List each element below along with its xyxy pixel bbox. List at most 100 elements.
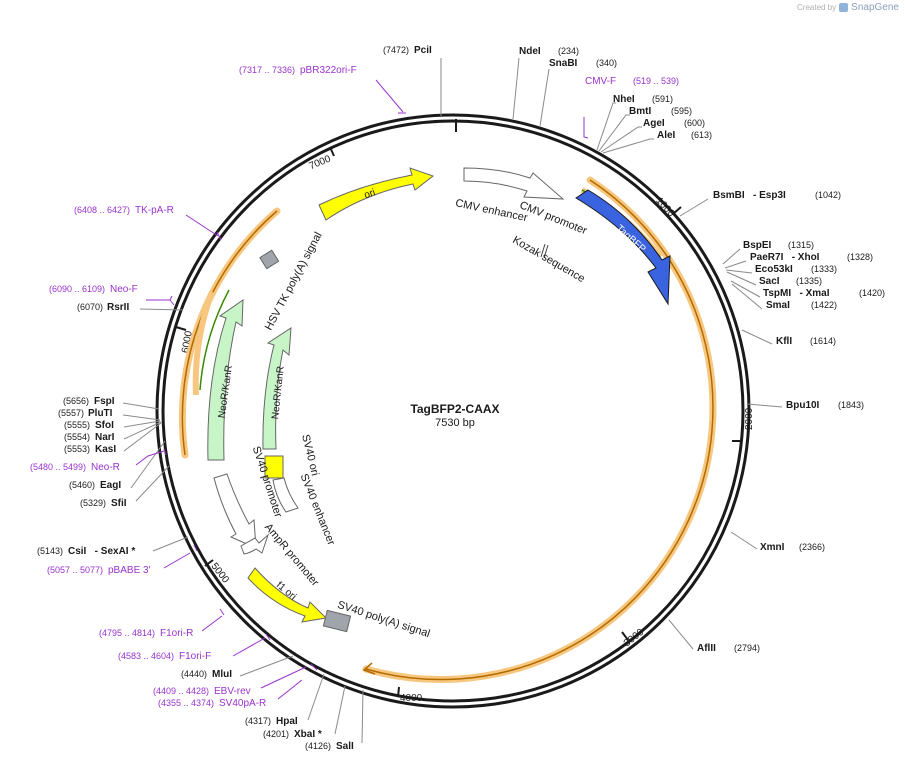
primer-f1ori-f: F1ori-F: [179, 651, 211, 662]
enzyme-pcii: PciI: [414, 45, 432, 56]
enzyme-mlui: MluI: [212, 669, 232, 680]
primer-cmv-f-range: (519 .. 539): [633, 76, 679, 86]
enzyme-alei-pos: (613): [691, 130, 712, 140]
enzyme-sfoi: SfoI: [95, 420, 114, 431]
hsv-tk-polya-feature: [259, 249, 280, 270]
tagbfp-feature: [575, 189, 671, 306]
enzyme-xbai-pos: (4201): [263, 729, 289, 739]
enzyme-kasi: KasI: [95, 444, 116, 455]
enzyme-eco53ki: Eco53kI: [755, 264, 793, 275]
backbone-outer-circle: [155, 113, 751, 709]
plasmid-size: 7530 bp: [435, 417, 475, 429]
enzyme-sfii-pos: (5329): [80, 498, 106, 508]
primer-leader-lines: [135, 79, 589, 700]
enzyme-pluti: PluTI: [88, 408, 113, 419]
sv40-enhancer-label: SV40 enhancer: [298, 472, 338, 547]
primer-sv40pa-r-range: (4355 .. 4374): [158, 698, 214, 708]
enzyme-aflii-pos: (2794): [734, 643, 760, 653]
enzyme-bspei-pos: (1315): [788, 240, 814, 250]
enzyme-nhei-pos: (591): [652, 94, 673, 104]
enzyme-eagi: EagI: [100, 480, 121, 491]
enzyme-snabi: SnaBI: [549, 58, 578, 69]
enzyme-bspei: BspEI: [743, 240, 772, 251]
f1-ori-feature: [247, 567, 328, 623]
ampr-promoter-feature: [240, 533, 270, 555]
cmv-promoter-label: CMV promoter: [518, 199, 589, 237]
neor-outer-feature: [207, 299, 244, 461]
enzyme-snabi-pos: (340): [596, 58, 617, 68]
enzyme-csii: CsiI - SexAI *: [68, 546, 135, 557]
enzyme-smai-pos: (1422): [811, 300, 837, 310]
enzyme-nhei: NheI: [613, 94, 635, 105]
sv40-ori-feature: [264, 455, 284, 479]
primer-pbabe: pBABE 3': [108, 565, 151, 576]
enzyme-tspmi-pos: (1420): [859, 288, 885, 298]
enzyme-xmni-pos: (2366): [799, 542, 825, 552]
enzyme-bsmbi: BsmBI - Esp3I: [713, 190, 786, 201]
neor-inner-feature: [262, 327, 292, 450]
enzyme-fspi: FspI: [94, 396, 115, 407]
enzyme-pluti-pos: (5557): [58, 408, 84, 418]
enzyme-csii-pos: (5143): [37, 546, 63, 556]
primer-neo-r-range: (5480 .. 5499): [30, 462, 86, 472]
enzyme-labels-right: NdeI (234) SnaBI (340) NheI (591) BmtI (…: [519, 46, 885, 654]
enzyme-mlui-pos: (4440): [181, 669, 207, 679]
enzyme-tspmi: TspMI - XmaI: [763, 288, 830, 299]
enzyme-xbai: XbaI *: [294, 729, 322, 740]
tick-label-4000: 4000: [400, 693, 423, 704]
enzyme-leader-lines: [122, 57, 783, 744]
orange-arrow-right-head: [362, 662, 376, 675]
enzyme-kfli-pos: (1614): [810, 336, 836, 346]
primer-labels: CMV-F (519 .. 539) (7317 .. 7336) pBR322…: [30, 65, 679, 709]
enzyme-bmti: BmtI: [629, 106, 651, 117]
plasmid-name: TagBFP2-CAAX: [410, 402, 499, 416]
enzyme-hpai-pos: (4317): [245, 716, 271, 726]
ori-feature: [318, 167, 435, 221]
primer-neo-r: Neo-R: [91, 462, 120, 473]
ori-label: ori: [363, 187, 377, 201]
orange-arrow-left: [181, 210, 278, 456]
enzyme-xmni: XmnI: [760, 542, 785, 553]
enzyme-sfoi-pos: (5555): [64, 420, 90, 430]
enzyme-rsrii: RsrII: [107, 302, 129, 313]
enzyme-saci-pos: (1335): [796, 276, 822, 286]
primer-tk-pa-r-range: (6408 .. 6427): [74, 205, 130, 215]
kozak-marker-2: [543, 244, 549, 259]
enzyme-saci: SacI: [759, 276, 780, 287]
enzyme-fspi-pos: (5656): [63, 396, 89, 406]
enzyme-sali: SalI: [336, 741, 354, 752]
enzyme-kasi-pos: (5553): [64, 444, 90, 454]
enzyme-nari-pos: (5554): [64, 432, 90, 442]
enzyme-ndei-pos: (234): [558, 46, 579, 56]
enzyme-hpai: HpaI: [276, 716, 298, 727]
enzyme-bpu10i-pos: (1843): [838, 400, 864, 410]
primer-pbabe-range: (5057 .. 5077): [47, 565, 103, 575]
enzyme-agei: AgeI: [643, 118, 665, 129]
enzyme-alei: AleI: [657, 130, 676, 141]
enzyme-sali-pos: (4126): [305, 741, 331, 751]
enzyme-ndei: NdeI: [519, 46, 541, 57]
sv40-ori-label: SV40 ori: [299, 433, 321, 477]
enzyme-agei-pos: (600): [684, 118, 705, 128]
kozak-marker: [540, 243, 546, 258]
watermark-created-by: Created by: [797, 3, 837, 12]
watermark-brand: SnapGene: [851, 2, 899, 13]
orange-arrow-right: [365, 179, 714, 681]
enzyme-eagi-pos: (5460): [69, 480, 95, 490]
primer-cmv-f: CMV-F: [585, 76, 616, 87]
enzyme-eco53ki-pos: (1333): [811, 264, 837, 274]
orange-highlight-left2: [192, 290, 215, 396]
primer-neo-f-range: (6090 .. 6109): [49, 284, 105, 294]
tick-label-1000: 1000: [653, 195, 676, 219]
snapgene-logo-icon: [839, 3, 849, 12]
primer-sv40pa-r: SV40pA-R: [219, 698, 266, 709]
tick-marks: [175, 146, 742, 698]
enzyme-kfli: KflI: [776, 336, 792, 347]
enzyme-aflii: AflII: [697, 643, 716, 654]
enzyme-labels-left: (7472) PciI (6070) RsrII (5656) FspI (55…: [37, 45, 432, 752]
enzyme-bmti-pos: (595): [671, 106, 692, 116]
enzyme-pcii-pos: (7472): [383, 45, 409, 55]
primer-f1ori-r: F1ori-R: [160, 628, 193, 639]
enzyme-paer7i: PaeR7I - XhoI: [750, 252, 820, 263]
